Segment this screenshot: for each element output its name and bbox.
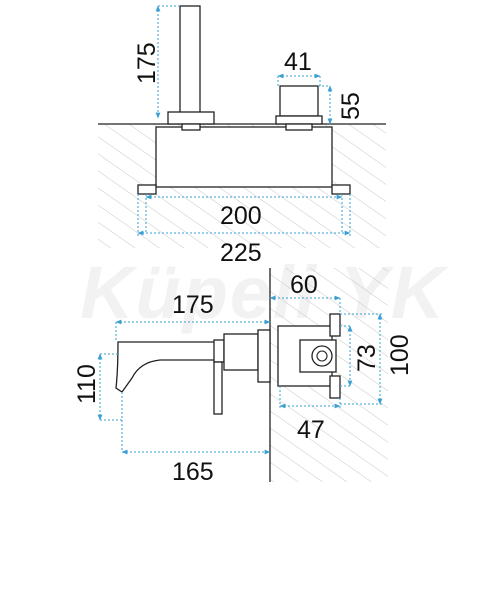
- spout-side: [115, 341, 223, 393]
- spout-body-side: [223, 333, 259, 371]
- spout-top: [179, 5, 201, 115]
- handle-base-top: [275, 115, 323, 125]
- dim-spout-drop: 110: [73, 364, 101, 404]
- box-tab-bottom: [329, 375, 341, 399]
- spout-rosette-side: [257, 329, 271, 383]
- dim-handle-width: 41: [284, 48, 312, 76]
- dim-base-projection: 165: [172, 458, 214, 486]
- dim-box-height: 73: [353, 344, 381, 372]
- concealed-box-top: [155, 126, 333, 188]
- handle-stem-top: [285, 123, 313, 131]
- handle-top: [279, 85, 319, 117]
- spout-collar: [213, 339, 225, 363]
- side-view: 175 60 110 165 47 73 100: [73, 268, 414, 486]
- dim-box-depth: 47: [297, 416, 325, 444]
- spout-lever: [213, 361, 223, 415]
- spout-rosette-top: [167, 111, 215, 125]
- dim-spout-projection: 175: [172, 291, 214, 319]
- box-tab-top: [329, 313, 341, 337]
- dim-depth: 60: [290, 271, 318, 299]
- top-view: 175 41 55 200 225: [98, 5, 386, 267]
- valve-inner-circle: [316, 350, 328, 362]
- dim-plate-height: 100: [386, 334, 414, 376]
- dim-spout-height: 175: [133, 42, 161, 84]
- spout-stem-top: [181, 123, 201, 131]
- valve-circle: [311, 345, 333, 367]
- dim-box-width: 200: [220, 202, 262, 230]
- box-flange-right: [331, 184, 351, 195]
- dim-plate-width: 225: [220, 239, 262, 267]
- dim-handle-height: 55: [337, 92, 365, 120]
- box-flange-left: [137, 184, 157, 195]
